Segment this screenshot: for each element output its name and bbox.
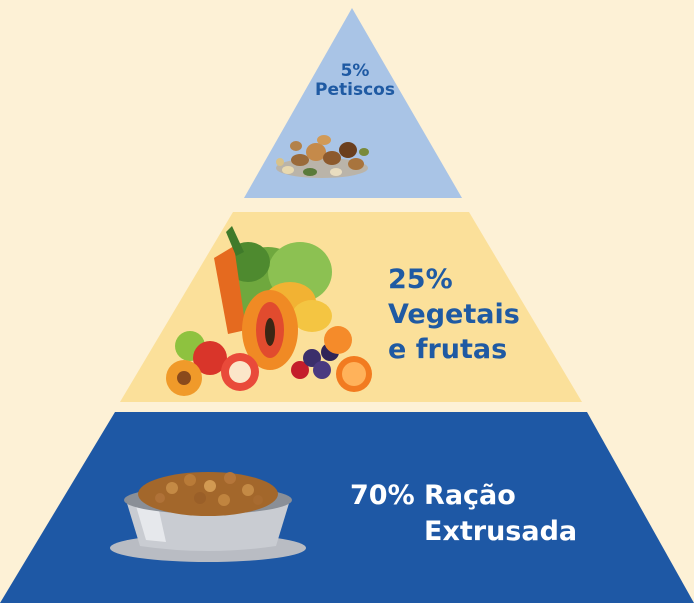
middle-tier-label: 25% Vegetais e frutas (388, 262, 520, 367)
bottom-tier-label: 70% Ração Extrusada (350, 478, 577, 551)
top-tier-percent: 5% (340, 61, 370, 81)
bottom-tier-trapezoid (0, 412, 694, 603)
top-tier-label: 5% Petiscos (270, 61, 440, 101)
bottom-tier-line1: 70% Ração (350, 480, 516, 511)
bottom-tier-line2: Extrusada (424, 516, 578, 548)
middle-tier-name-line1: Vegetais (388, 299, 520, 331)
kibble-bowl-icon (110, 472, 306, 562)
middle-tier-percent: 25% (388, 264, 453, 295)
top-tier-name: Petiscos (315, 80, 395, 101)
vegetables-fruits-icon (166, 226, 372, 396)
middle-tier-name-line2: e frutas (388, 334, 508, 366)
nuts-pile-icon (276, 135, 369, 178)
